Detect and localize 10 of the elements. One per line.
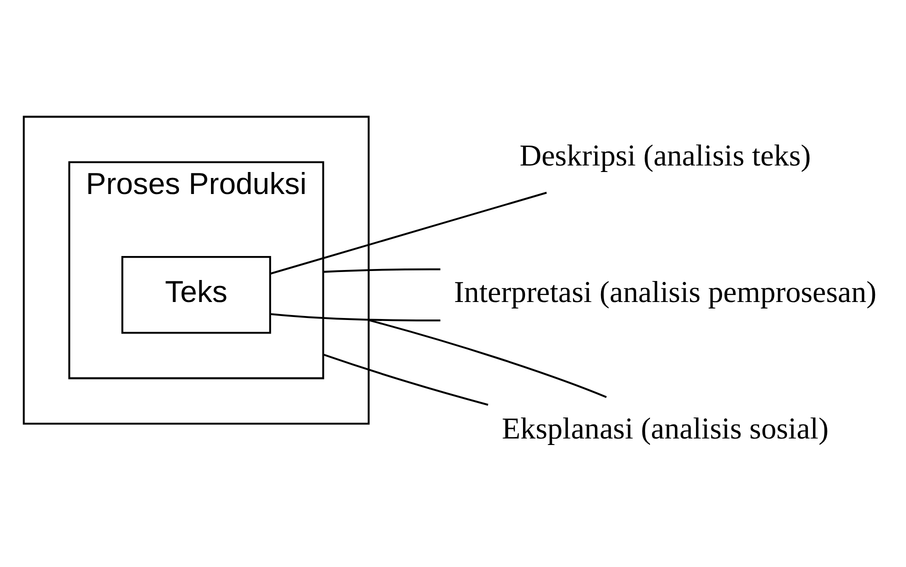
- node-text: Deskripsi (analisis teks): [520, 138, 811, 173]
- node-box: Teks: [121, 256, 272, 334]
- connector: [323, 268, 440, 273]
- connector: [270, 192, 547, 275]
- node-text: Eksplanasi (analisis sosial): [502, 412, 829, 446]
- connector: [368, 319, 607, 398]
- connector: [322, 354, 488, 406]
- connector: [270, 313, 440, 322]
- node-text: Interpretasi (analisis pemprosesan): [454, 275, 877, 310]
- cluster: [22, 116, 370, 425]
